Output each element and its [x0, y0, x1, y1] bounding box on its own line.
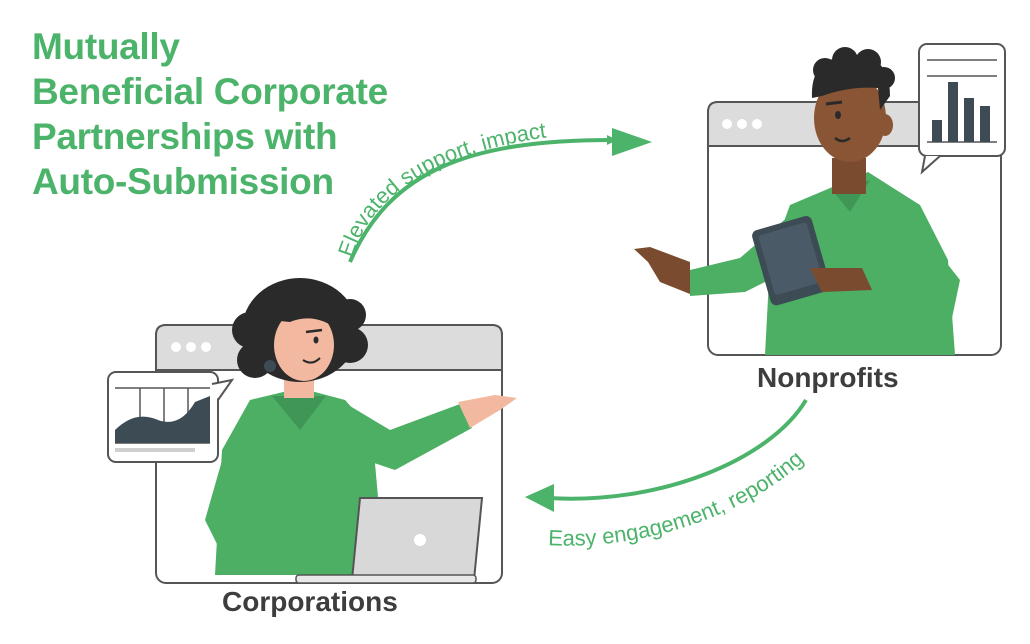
support-impact-arrow: [348, 128, 652, 264]
bar-chart-bubble-icon: [918, 43, 1006, 175]
nonprofits-label: Nonprofits: [757, 362, 899, 393]
top-arrow-label: Elevated support, impact: [333, 118, 547, 260]
laptop-icon: [295, 497, 484, 584]
window-dot-icon: [752, 119, 762, 129]
arrowhead-left-icon: [525, 484, 554, 512]
engagement-reporting-arrow: [525, 398, 808, 512]
window-dot-icon: [201, 342, 211, 352]
corporate-person: [205, 278, 517, 575]
nonprofit-person: [634, 47, 960, 355]
window-dot-icon: [722, 119, 732, 129]
title-line-1: Mutually: [32, 26, 180, 67]
title-line-3: Partnerships with: [32, 116, 338, 157]
arrowhead-right-icon: [612, 128, 652, 156]
title-line-2: Beneficial Corporate: [32, 71, 388, 112]
area-chart-bubble-icon: [107, 371, 235, 463]
page-title: Mutually Beneficial Corporate Partnershi…: [32, 24, 452, 204]
window-dot-icon: [737, 119, 747, 129]
corporations-label: Corporations: [222, 586, 398, 617]
window-dot-icon: [186, 342, 196, 352]
top-arrow-label-text: Elevated support, impact: [333, 118, 547, 260]
title-line-4: Auto-Submission: [32, 161, 334, 202]
window-dot-icon: [171, 342, 181, 352]
